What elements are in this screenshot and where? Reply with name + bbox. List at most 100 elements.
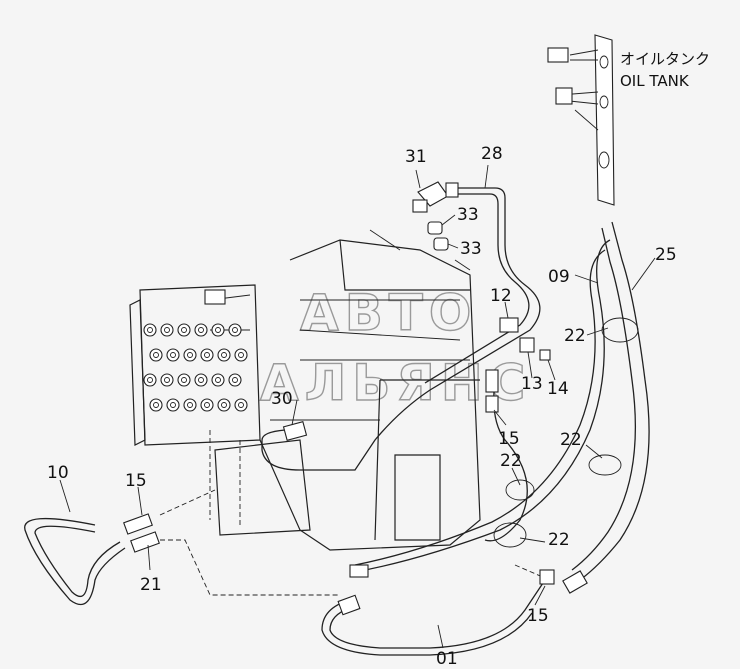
callout-15-mid: 15 [498, 429, 520, 449]
hose-01 [329, 579, 546, 649]
bolt-center [147, 377, 153, 383]
bolt-center [204, 352, 210, 358]
bolt-head [217, 398, 231, 412]
bolt-head [200, 348, 214, 362]
bolt-head [149, 398, 163, 412]
bolt-center [221, 402, 227, 408]
bolt-center [221, 352, 227, 358]
bolt-center [170, 352, 176, 358]
callout-09: 09 [548, 267, 570, 287]
bolt-center [238, 352, 244, 358]
fitting-28-end [445, 182, 459, 198]
oil-tank-label-en: OIL TANK [620, 72, 690, 90]
fitting-30 [282, 420, 308, 442]
bolt-head [234, 398, 248, 412]
callout-13: 13 [521, 374, 543, 394]
bolt-head [177, 373, 191, 387]
bolt-head [183, 398, 197, 412]
bolt-head [200, 398, 214, 412]
bolt-center [215, 377, 221, 383]
fitting-31 [412, 181, 449, 213]
hose-10-inner [34, 525, 121, 598]
callout-30: 30 [271, 389, 293, 409]
hose-25 [579, 221, 650, 581]
callout-10: 10 [47, 463, 69, 483]
bolt-center [153, 402, 159, 408]
bolt-head [149, 348, 163, 362]
fitting-15-mid [485, 369, 499, 413]
bolt-center [153, 352, 159, 358]
bolt-center [164, 327, 170, 333]
fitting-01-end [337, 594, 361, 616]
callout-01: 01 [436, 649, 458, 669]
bolt-center [170, 402, 176, 408]
bolt-center [187, 402, 193, 408]
bolt-head [143, 323, 157, 337]
bolt-14 [539, 349, 551, 361]
bolt-head [166, 398, 180, 412]
callout-22-right: 22 [560, 430, 582, 450]
bolt-head [166, 348, 180, 362]
hose-25-inner [571, 227, 636, 571]
bolt-head [160, 323, 174, 337]
callout-22-mid: 22 [500, 451, 522, 471]
bolt-head [228, 373, 242, 387]
callout-22-top: 22 [564, 326, 586, 346]
bolt-center [198, 327, 204, 333]
oil-tank-label-jp: オイルタンク [620, 50, 710, 68]
callout-12: 12 [490, 286, 512, 306]
callout-33-lower: 33 [460, 239, 482, 259]
fitting-15-left [123, 513, 160, 553]
callout-15-bottom: 15 [527, 606, 549, 626]
bolt-center [164, 377, 170, 383]
bolt-center [181, 377, 187, 383]
hose-28 [261, 187, 541, 471]
bolt-head [183, 348, 197, 362]
bolt-center [147, 327, 153, 333]
bolt-head [211, 323, 225, 337]
watermark-line2: АЛЬЯНС [260, 354, 531, 412]
bolt-center [232, 327, 238, 333]
valve-bolt-pattern [143, 323, 248, 412]
hose-09-inner [354, 249, 606, 566]
bolt-center [187, 352, 193, 358]
callout-33-upper: 33 [457, 205, 479, 225]
oil-tank-plate [547, 34, 615, 206]
leader-dashed-1 [159, 489, 216, 516]
fitting-01-top [349, 564, 369, 578]
control-valve-body [129, 229, 481, 551]
bolt-center [181, 327, 187, 333]
bolt-center [204, 402, 210, 408]
hose-28-inner [424, 193, 530, 384]
callout-14: 14 [547, 379, 569, 399]
callout-28: 28 [481, 144, 503, 164]
callout-22-bottom: 22 [548, 530, 570, 550]
cap-33 [427, 221, 449, 251]
watermark-line1: АВТО [300, 284, 477, 342]
hose-09 [354, 239, 611, 573]
callout-25: 25 [655, 245, 677, 265]
bolt-head [160, 373, 174, 387]
callout-15-left: 15 [125, 471, 147, 491]
bolt-head [194, 323, 208, 337]
bolt-head [234, 348, 248, 362]
callout-31: 31 [405, 147, 427, 167]
bolt-head [228, 323, 242, 337]
hose-01-inner [321, 599, 533, 656]
bolt-center [198, 377, 204, 383]
clamp-12 [499, 317, 535, 353]
fitting-15-bottom [539, 569, 588, 594]
callout-21: 21 [140, 575, 162, 595]
bolt-center [232, 377, 238, 383]
bolt-center [215, 327, 221, 333]
leader-dashed-2 [160, 539, 340, 596]
hose-10 [24, 517, 126, 606]
bolt-center [238, 402, 244, 408]
bolt-head [194, 373, 208, 387]
bolt-head [143, 373, 157, 387]
leader-lines [59, 164, 656, 649]
bolt-head [177, 323, 191, 337]
bolt-head [217, 348, 231, 362]
